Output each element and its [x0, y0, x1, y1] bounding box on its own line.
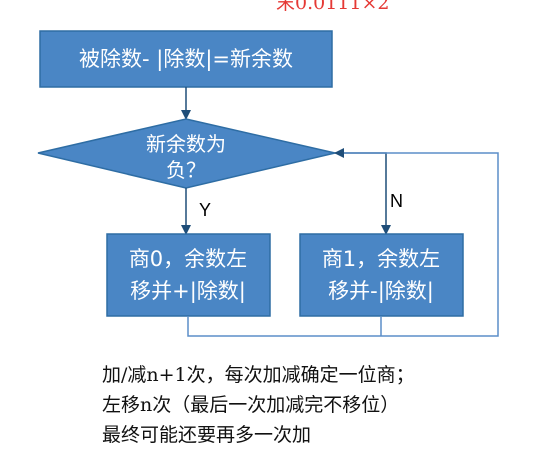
start-box-label: 被除数- |除数|=新余数 — [79, 47, 293, 72]
yes-label: Y — [199, 200, 211, 220]
partial-top-formula: 末0.0111×2 — [276, 0, 390, 14]
no-label: N — [390, 191, 403, 211]
note-line-2: 左移n次（最后一次加减完不移位） — [102, 394, 400, 416]
decision-label-line1: 新余数为 — [146, 132, 226, 156]
notes-block: 加/减n+1次，每次加减确定一位商； 左移n次（最后一次加减完不移位） 最终可能… — [102, 360, 415, 450]
start-box — [39, 30, 333, 88]
quotient-one-line1: 商1，余数左 — [322, 247, 440, 271]
decision-label-line2: 负？ — [166, 158, 206, 182]
quotient-zero-line2: 移并+|除数| — [130, 279, 246, 304]
loop-back-arrow — [187, 148, 499, 337]
arrow-no-branch — [335, 152, 391, 235]
note-line-1: 加/减n+1次，每次加减确定一位商； — [102, 364, 415, 386]
quotient-zero-line1: 商0，余数左 — [129, 247, 247, 271]
quotient-zero-box — [106, 233, 271, 317]
note-line-3: 最终可能还要再多一次加 — [102, 424, 312, 446]
quotient-one-line2: 移并-|除数| — [328, 279, 434, 304]
